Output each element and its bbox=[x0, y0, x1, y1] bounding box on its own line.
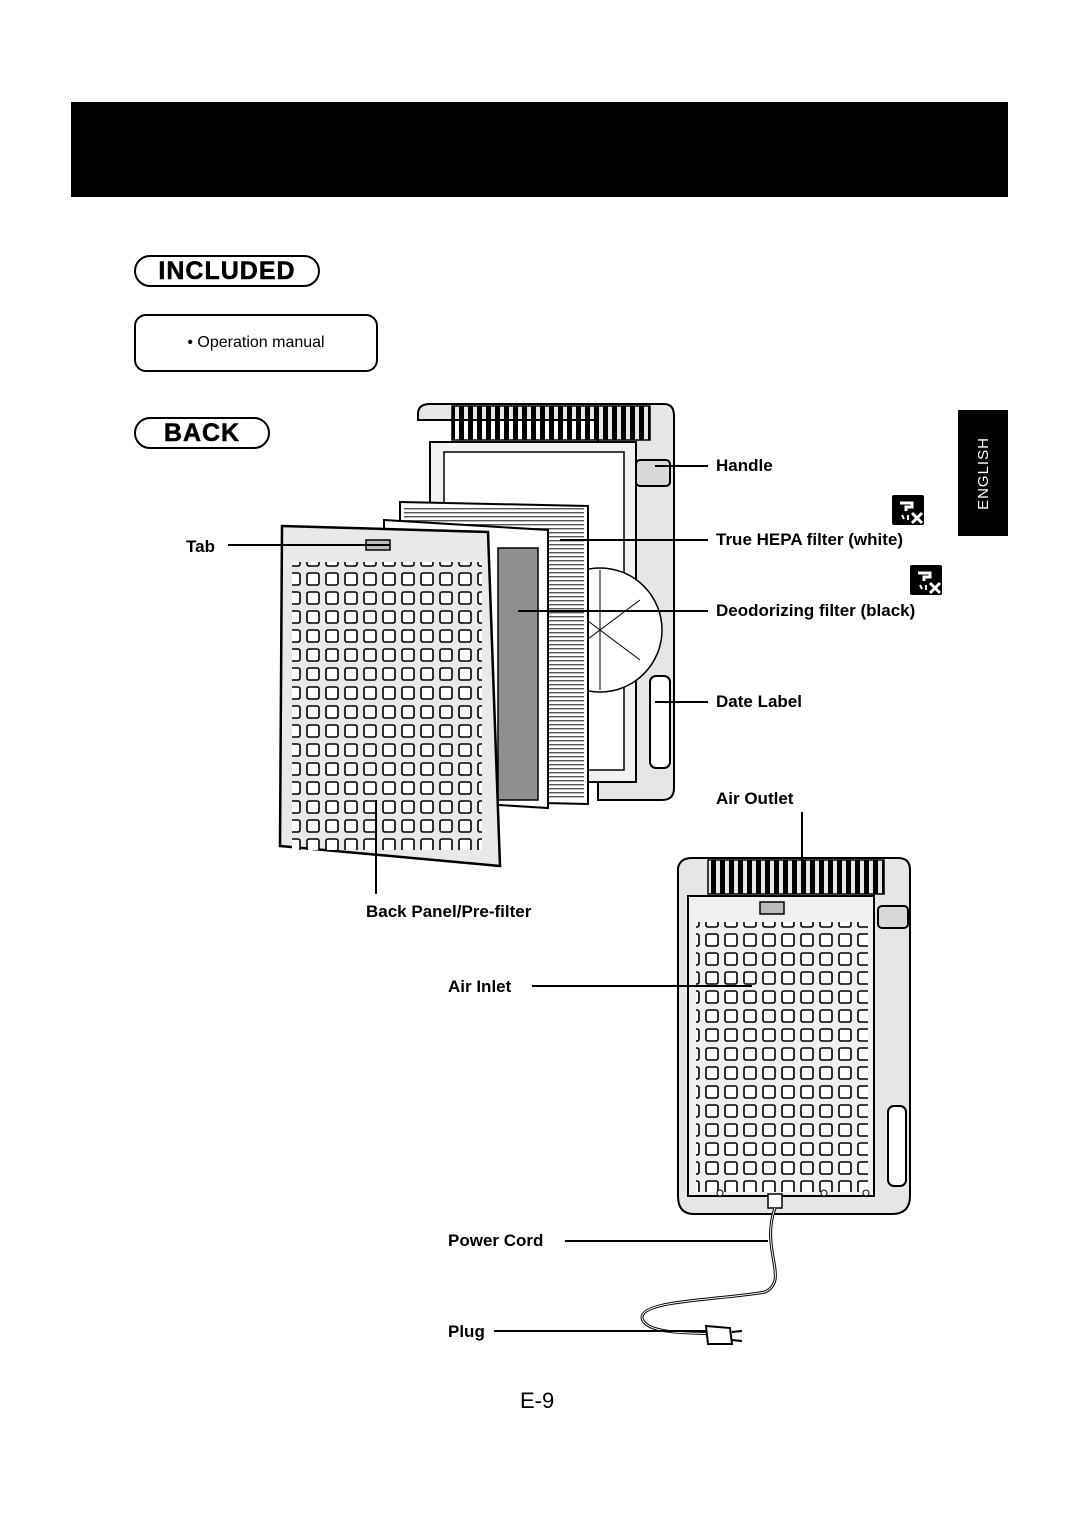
power-cord-label: Power Cord bbox=[448, 1231, 544, 1250]
assembled-unit bbox=[677, 857, 911, 1215]
leader-lines bbox=[228, 465, 803, 1332]
deodorizing-filter-label: Deodorizing filter (black) bbox=[716, 601, 916, 620]
no-water-wash-icon bbox=[910, 565, 942, 595]
power-cord bbox=[640, 1207, 777, 1336]
back-heading: BACK bbox=[134, 417, 270, 449]
hepa-filter-label: True HEPA filter (white) bbox=[716, 530, 904, 549]
included-items-box: • Operation manual bbox=[134, 314, 378, 372]
header-bar bbox=[71, 102, 1008, 197]
included-item: • Operation manual bbox=[187, 334, 325, 351]
plug bbox=[704, 1324, 743, 1345]
page-number: E-9 bbox=[520, 1388, 555, 1413]
air-outlet-label: Air Outlet bbox=[716, 789, 794, 808]
back-panel-label: Back Panel/Pre-filter bbox=[366, 902, 532, 921]
included-heading: INCLUDED bbox=[134, 255, 320, 287]
air-inlet-label: Air Inlet bbox=[448, 977, 512, 996]
language-tab: ENGLISH bbox=[958, 410, 1008, 536]
date-label-label: Date Label bbox=[716, 692, 802, 711]
plug-label: Plug bbox=[448, 1322, 485, 1341]
handle-label: Handle bbox=[716, 456, 773, 475]
no-water-wash-icon bbox=[892, 495, 924, 525]
tab-label: Tab bbox=[186, 537, 215, 556]
back-panel-prefilter bbox=[278, 524, 502, 868]
